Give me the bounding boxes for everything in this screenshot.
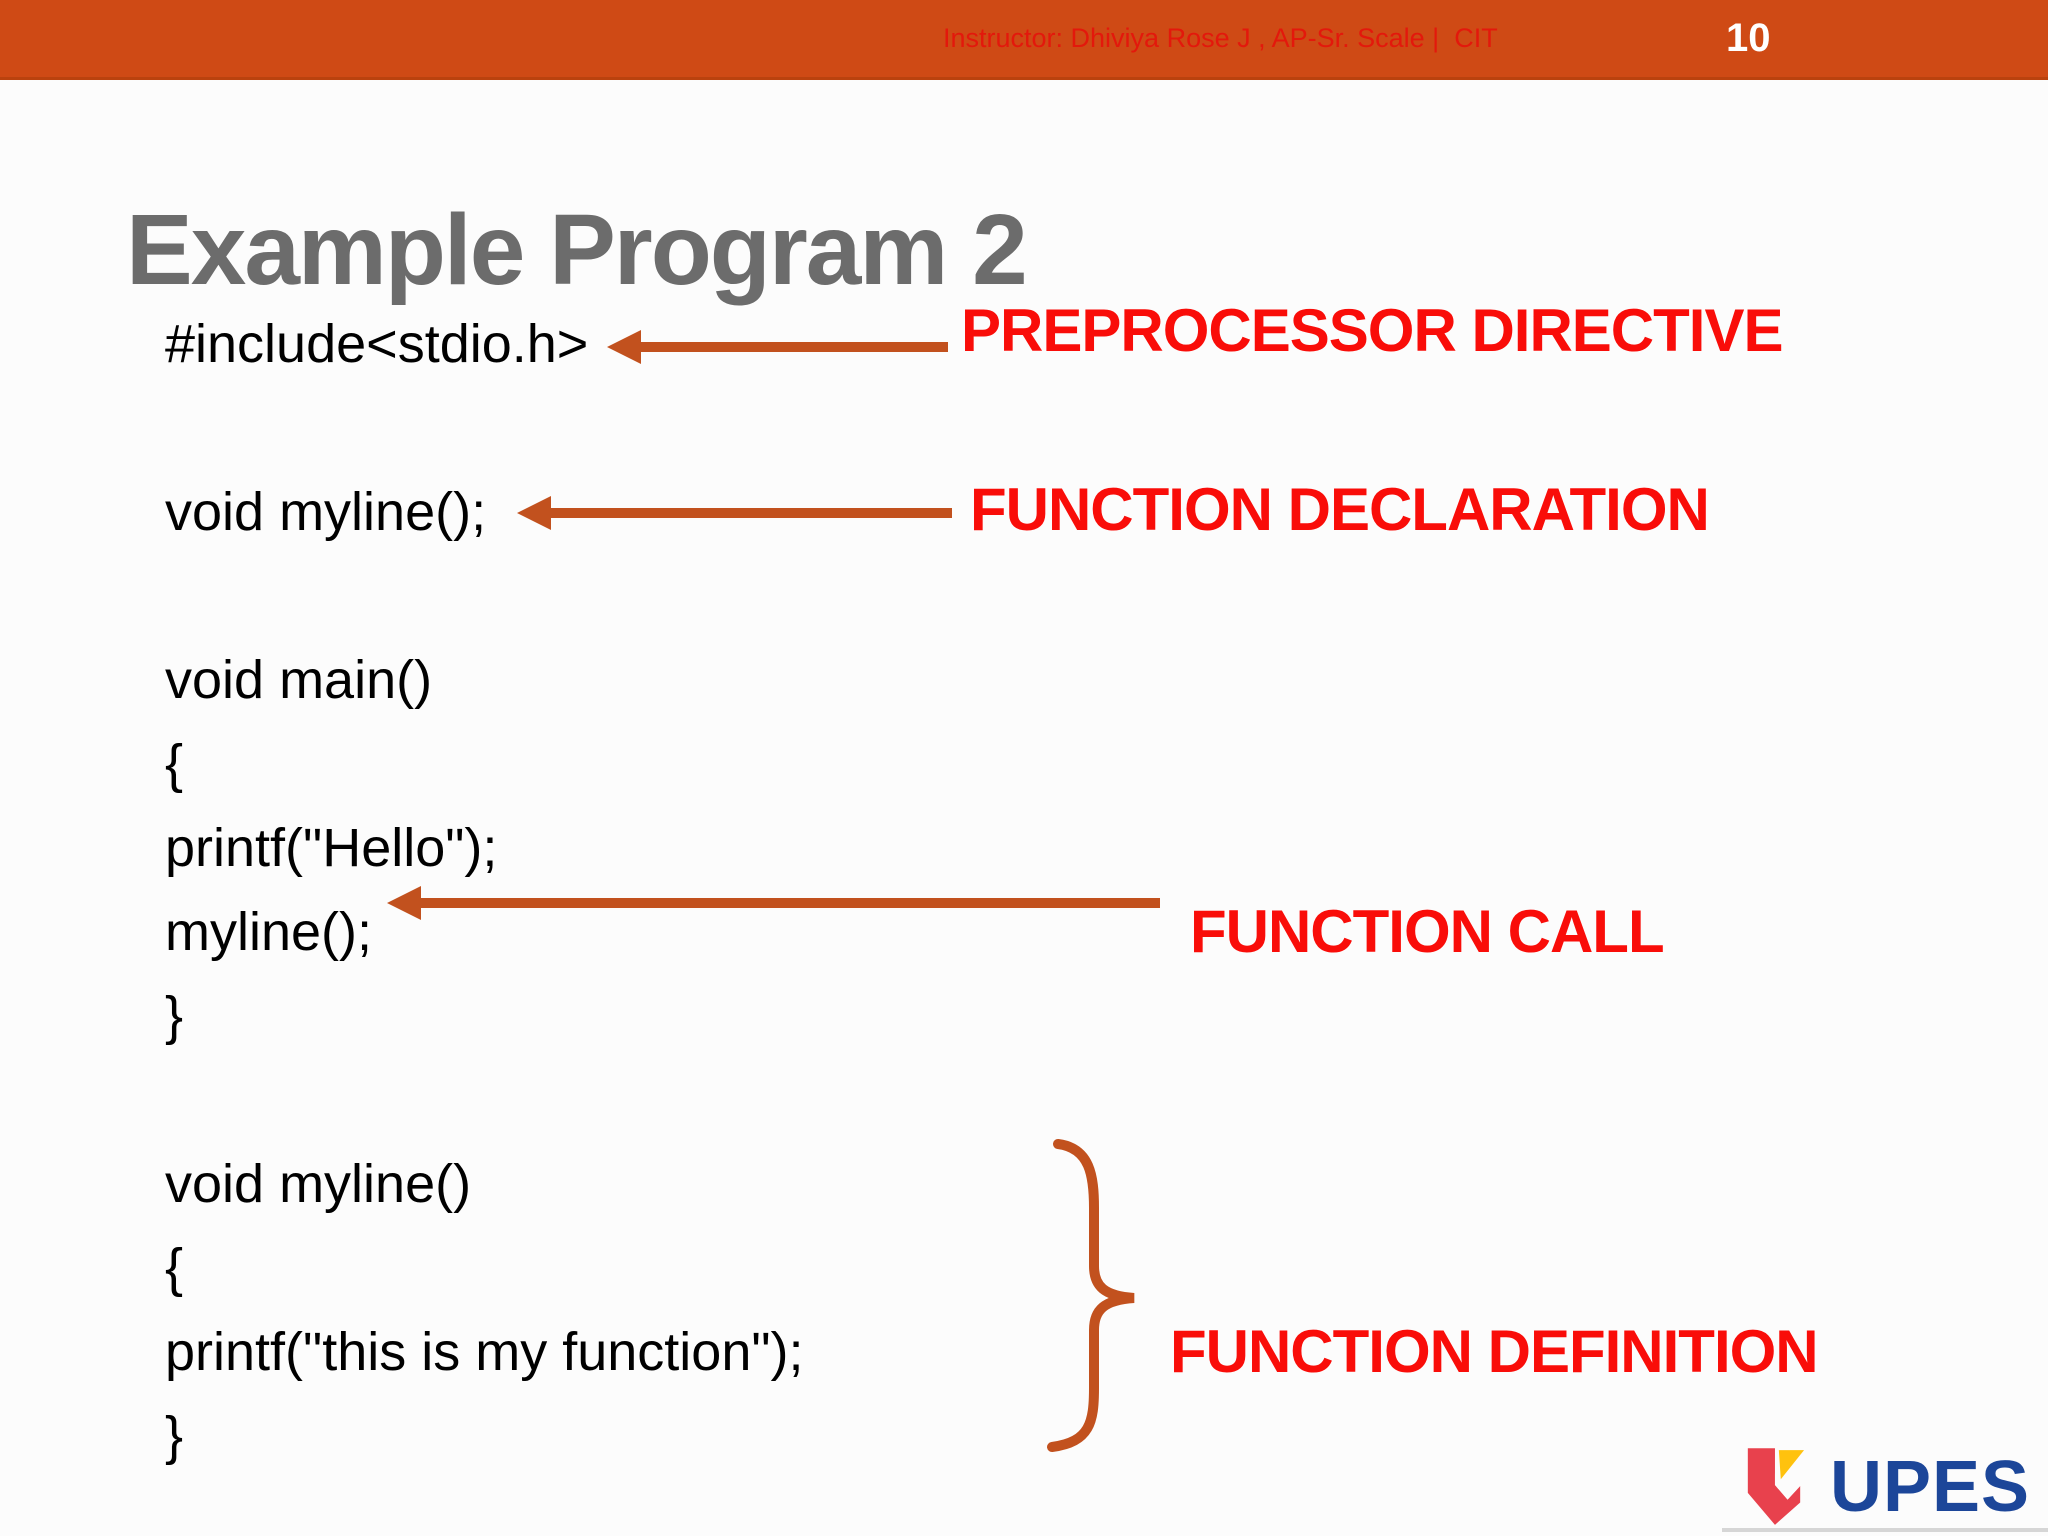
code-line: { bbox=[165, 1238, 184, 1298]
function-declaration-arrow-icon bbox=[517, 496, 952, 530]
code-line: #include<stdio.h> bbox=[165, 314, 589, 374]
code-line: myline(); bbox=[165, 902, 373, 962]
preprocessor-directive-arrow-icon bbox=[607, 330, 948, 364]
code-block: #include<stdio.h> void myline(); void ma… bbox=[165, 302, 804, 1478]
upes-logo: UPES bbox=[1742, 1446, 2030, 1528]
code-line bbox=[165, 386, 804, 470]
code-line: printf("Hello"); bbox=[165, 818, 498, 878]
upes-logo-icon bbox=[1747, 1448, 1805, 1525]
code-line: void myline(); bbox=[165, 482, 487, 542]
code-line: void main() bbox=[165, 650, 433, 710]
annotation-label-function-definition: FUNCTION DEFINITION bbox=[1170, 1318, 1819, 1385]
code-line: } bbox=[165, 986, 184, 1046]
page-number: 10 bbox=[1726, 16, 1771, 60]
annotation-label-preprocessor-directive: PREPROCESSOR DIRECTIVE bbox=[961, 297, 1783, 364]
code-line bbox=[165, 554, 804, 638]
instructor-credit: Instructor: Dhiviya Rose J , AP-Sr. Scal… bbox=[943, 23, 1498, 53]
upes-logo-text: UPES bbox=[1830, 1447, 2031, 1527]
annotation-label-function-call: FUNCTION CALL bbox=[1190, 898, 1665, 965]
function-definition-brace-icon bbox=[1047, 1139, 1135, 1452]
header-bar: Instructor: Dhiviya Rose J , AP-Sr. Scal… bbox=[0, 0, 2048, 80]
code-line: printf("this is my function"); bbox=[165, 1322, 804, 1382]
page-title: Example Program 2 bbox=[126, 194, 1028, 306]
footer-divider-line bbox=[1722, 1528, 2048, 1532]
code-line bbox=[165, 1058, 804, 1142]
code-line: void myline() bbox=[165, 1154, 472, 1214]
function-call-arrow-icon bbox=[387, 886, 1160, 920]
code-line: } bbox=[165, 1406, 184, 1466]
code-line: { bbox=[165, 734, 184, 794]
annotation-label-function-declaration: FUNCTION DECLARATION bbox=[970, 476, 1710, 543]
